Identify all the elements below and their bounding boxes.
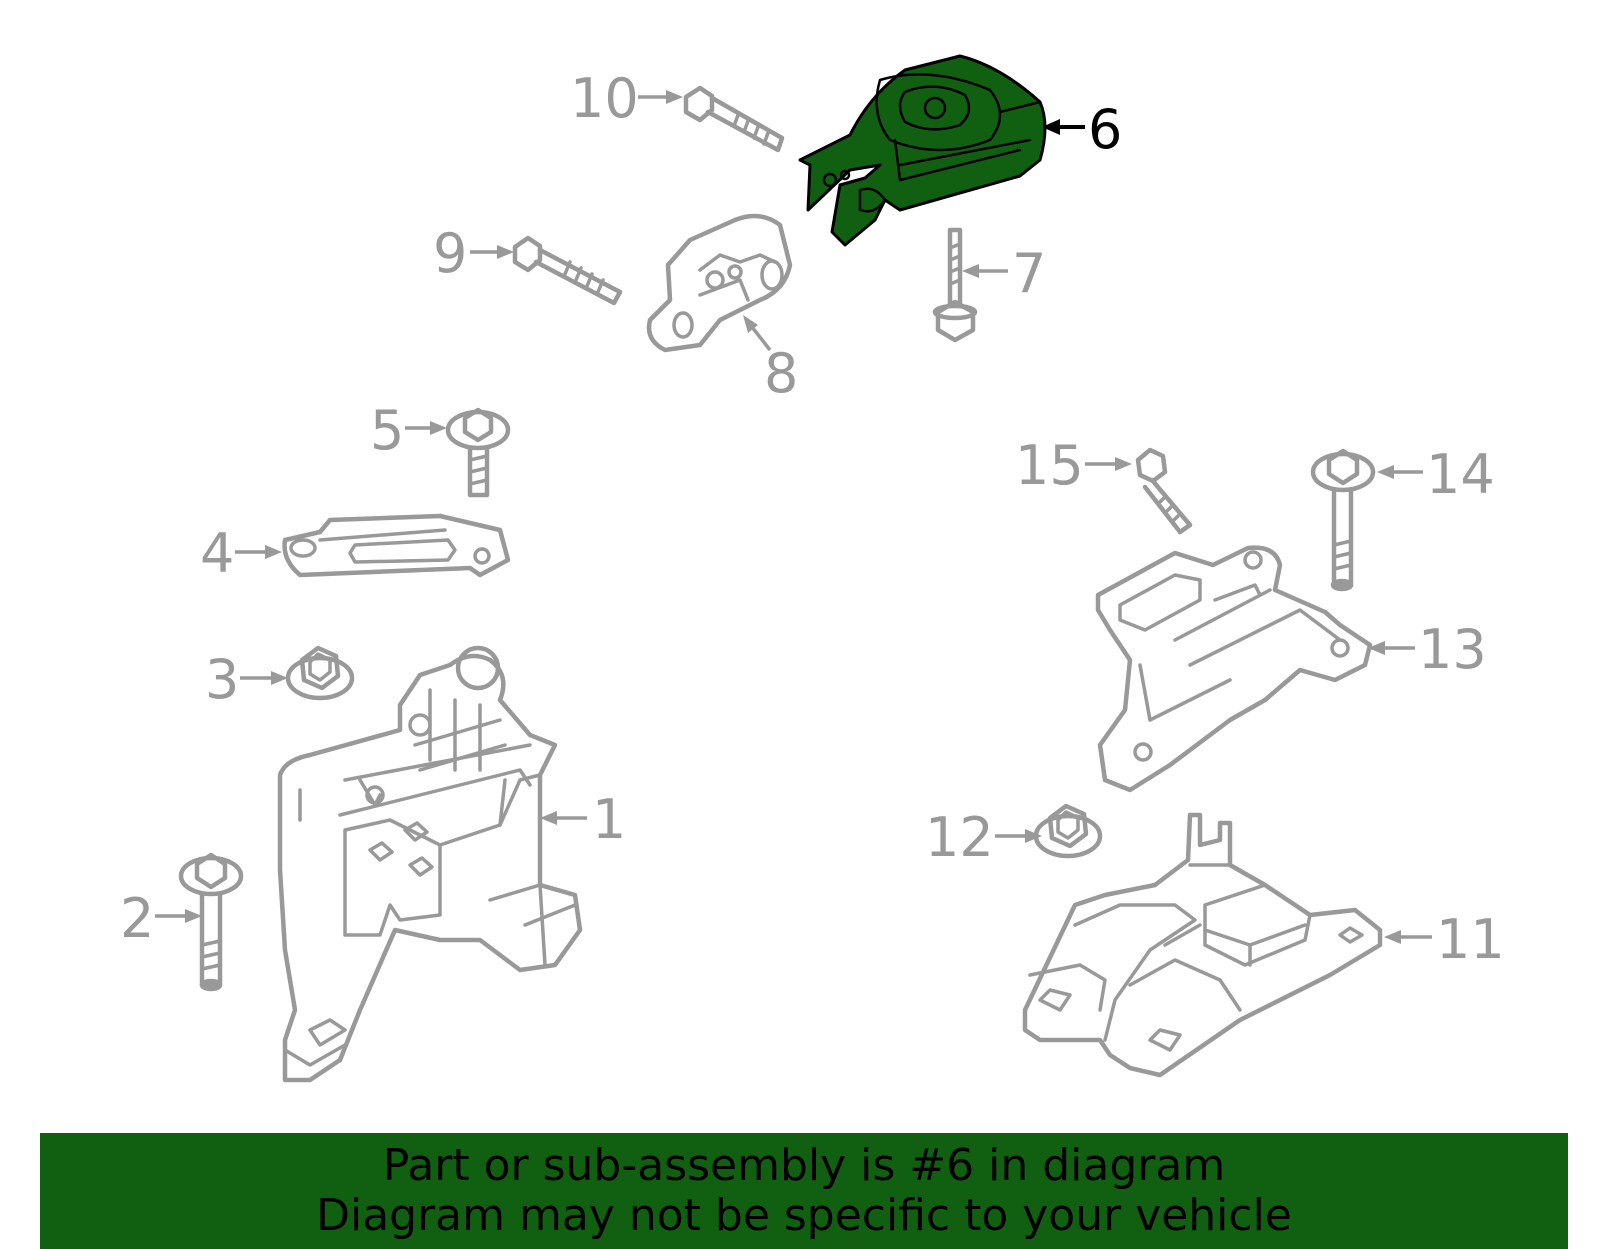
part-8-bracket[interactable] [646,213,793,353]
callout-12-arrow [995,829,1042,843]
callout-1-arrow [540,811,587,825]
callout-5: 5 [370,399,404,462]
part-15-bolt[interactable] [1135,447,1193,535]
callout-4-arrow [235,545,282,559]
callout-7-arrow [962,264,1008,278]
part-2-bolt[interactable] [178,852,244,992]
callout-10: 10 [570,67,639,130]
callout-14: 14 [1426,443,1495,506]
part-6-engine-mount[interactable] [798,54,1047,247]
part-1-mount[interactable] [277,645,583,1083]
callout-10-arrow [638,90,683,104]
callout-4: 4 [200,522,234,585]
callout-3: 3 [205,648,239,711]
callout-11-arrow [1384,930,1432,944]
callout-3-arrow [240,671,288,685]
footer-banner: Part or sub-assembly is #6 in diagram Di… [40,1133,1568,1249]
callout-13: 13 [1418,618,1487,681]
callout-1: 1 [592,788,626,851]
callout-9-arrow [470,245,514,259]
callout-9: 9 [433,222,467,285]
footer-line-2: Diagram may not be specific to your vehi… [316,1190,1292,1241]
callout-5-arrow [405,421,447,435]
callout-2-arrow [155,909,202,923]
footer-line-1: Part or sub-assembly is #6 in diagram [382,1140,1226,1191]
callout-13-arrow [1368,641,1415,655]
part-5-bolt[interactable] [445,407,511,498]
part-13-bracket[interactable] [1095,545,1373,793]
callout-6: 6 [1088,98,1122,161]
part-14-bolt[interactable] [1310,448,1376,592]
callout-2: 2 [120,887,154,950]
callout-11: 11 [1436,908,1505,971]
callout-8: 8 [764,342,798,405]
callout-15: 15 [1015,434,1084,497]
part-9-bolt[interactable] [512,235,623,306]
part-7-bolt[interactable] [932,227,978,343]
part-12-nut[interactable] [1033,803,1103,859]
part-3-nut[interactable] [285,645,355,701]
callout-14-arrow [1377,465,1423,479]
callout-15-arrow [1085,457,1132,471]
callout-12: 12 [925,806,994,869]
callout-6-arrow [1042,119,1085,135]
part-11-mount[interactable] [1022,812,1383,1078]
part-4-bracket[interactable] [282,513,511,578]
callout-7: 7 [1012,242,1046,305]
part-10-bolt[interactable] [683,85,785,153]
callout-8-arrow [743,315,772,352]
